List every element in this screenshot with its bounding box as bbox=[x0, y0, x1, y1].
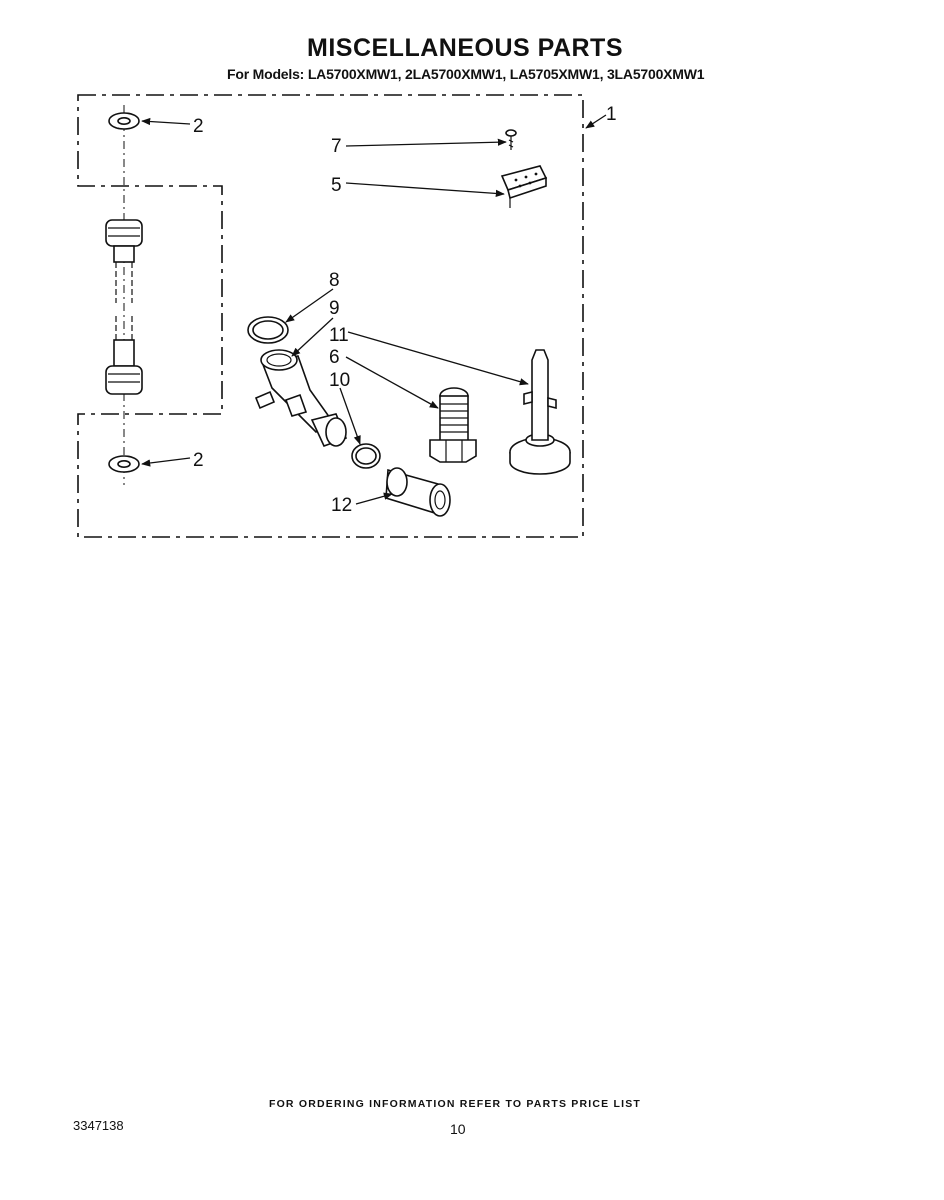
callout-5: 5 bbox=[331, 175, 342, 196]
shaft-assembly bbox=[105, 219, 143, 395]
callout-12: 12 bbox=[331, 495, 352, 516]
document-number: 3347138 bbox=[73, 1118, 124, 1133]
callout-1: 1 bbox=[606, 104, 617, 125]
callout-2-top: 2 bbox=[193, 116, 204, 137]
o-ring-small bbox=[351, 443, 381, 469]
stand-post bbox=[509, 349, 571, 475]
kit-boundary bbox=[77, 94, 584, 538]
ordering-note: FOR ORDERING INFORMATION REFER TO PARTS … bbox=[268, 1098, 642, 1110]
page-number: 10 bbox=[450, 1121, 466, 1137]
o-ring-large bbox=[247, 316, 289, 344]
screw bbox=[505, 129, 517, 150]
callout-8: 8 bbox=[329, 270, 340, 291]
callout-11: 11 bbox=[329, 325, 349, 346]
coupling bbox=[385, 467, 451, 517]
washer-bottom bbox=[108, 455, 140, 473]
threaded-fitting bbox=[429, 387, 477, 463]
callout-7: 7 bbox=[331, 136, 342, 157]
clip bbox=[500, 165, 548, 208]
washer-top bbox=[108, 112, 140, 130]
model-list: For Models: LA5700XMW1, 2LA5700XMW1, LA5… bbox=[227, 66, 705, 82]
callout-10: 10 bbox=[329, 370, 350, 391]
callout-6: 6 bbox=[329, 347, 340, 368]
page-title: MISCELLANEOUS PARTS bbox=[307, 34, 623, 62]
callout-2-bottom: 2 bbox=[193, 450, 204, 471]
drain-elbow bbox=[254, 349, 348, 448]
callout-9: 9 bbox=[329, 298, 340, 319]
